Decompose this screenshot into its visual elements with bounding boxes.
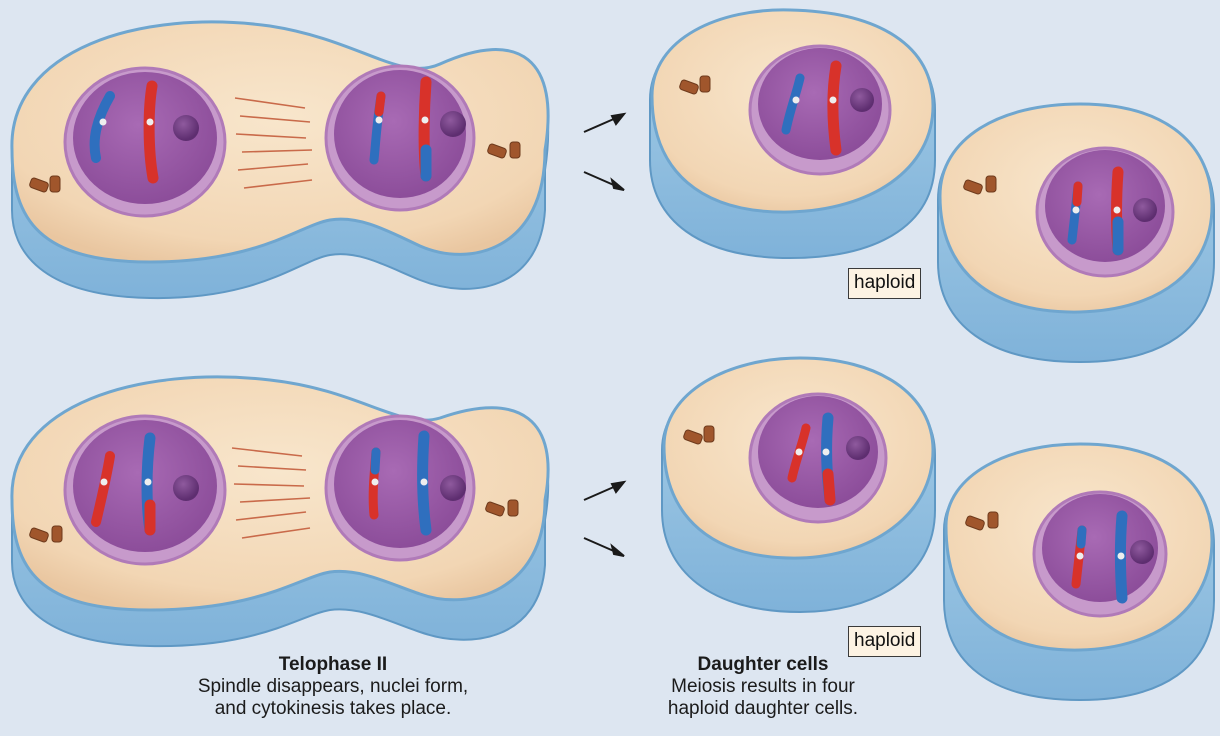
centromere [147,119,154,126]
centromere [376,117,383,124]
daughter-cell [650,10,935,258]
nucleolus [440,111,466,137]
daughter-title: Daughter cells [583,654,943,676]
centromere [100,119,107,126]
daughter-line-1: Meiosis results in four [583,676,943,698]
nucleus [326,66,474,210]
nucleus [65,416,225,564]
haploid-label-top: haploid [848,268,921,299]
telophase-cell-bottom [12,377,548,646]
daughter-cell [938,104,1214,362]
centromere [421,479,428,486]
telophase-cell-top [12,22,548,298]
nucleolus [173,115,199,141]
centromere [422,117,429,124]
centromere [101,479,108,486]
chromosome-red [149,86,153,178]
nucleolus [173,475,199,501]
daughter-cell [944,444,1214,700]
haploid-label-bottom: haploid [848,626,921,657]
nucleolus [1130,540,1154,564]
chromosome-red [833,66,836,150]
daughter-line-2: haploid daughter cells. [583,698,943,720]
daughter-cell [662,358,935,612]
nucleus [65,68,225,216]
telophase-line-2: and cytokinesis takes place. [153,698,513,720]
nucleolus [846,436,870,460]
centromere [145,479,152,486]
nucleolus [1133,198,1157,222]
telophase-line-1: Spindle disappears, nuclei form, [153,676,513,698]
telophase-title: Telophase II [153,654,513,676]
daughter-caption: Daughter cells Meiosis results in four h… [583,654,943,720]
nucleolus [440,475,466,501]
centromere [372,479,379,486]
telophase-caption: Telophase II Spindle disappears, nuclei … [153,654,513,720]
nucleus [326,416,474,560]
nucleolus [850,88,874,112]
arrows [584,114,624,556]
